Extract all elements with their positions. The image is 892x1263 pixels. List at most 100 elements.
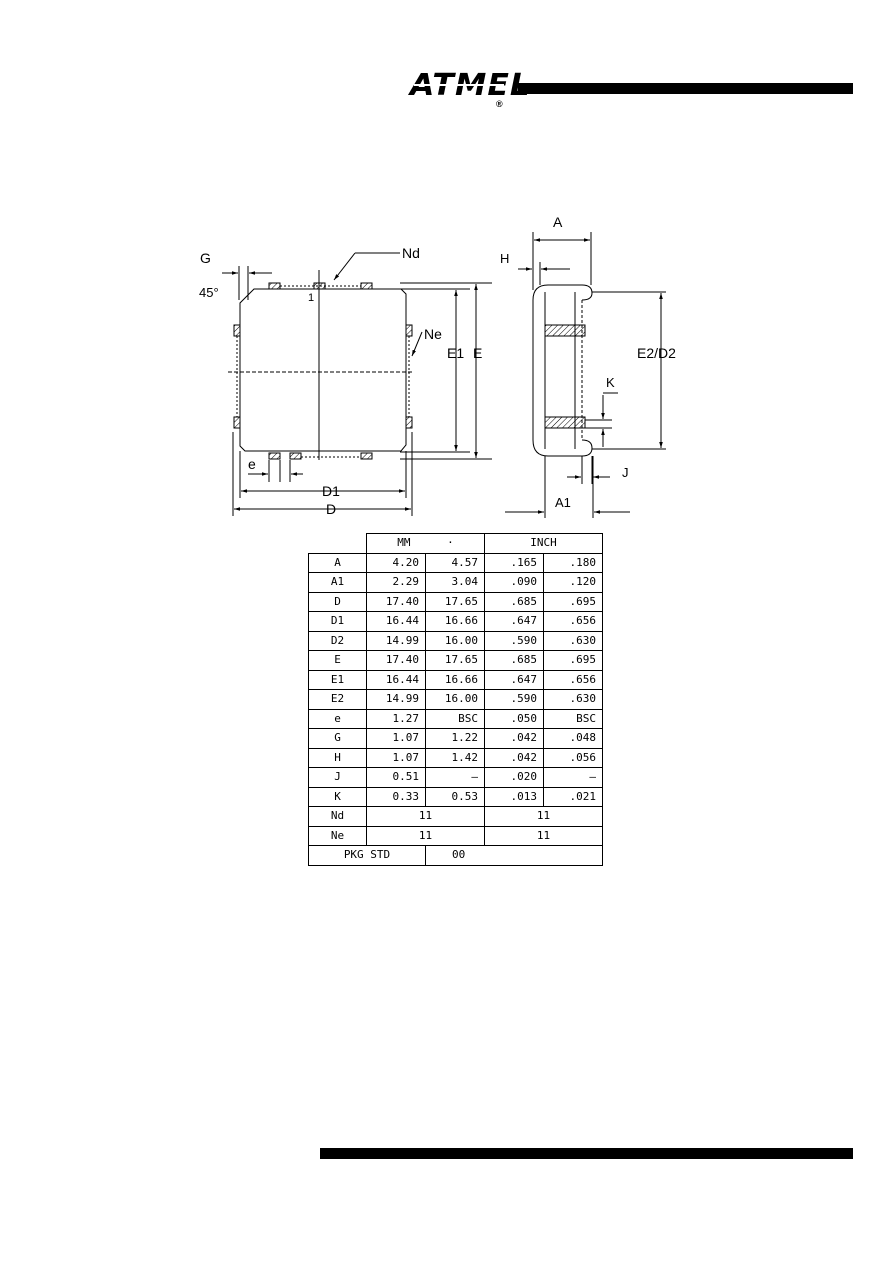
dim-symbol: J [308,767,367,788]
label-h: H [500,251,509,266]
mm-min: 0.33 [366,786,426,807]
inch-min: .647 [484,669,544,690]
mm-min: 16.44 [366,611,426,632]
header-rule [518,83,853,94]
mm-max: 16.66 [425,611,485,632]
mm-max: 16.00 [425,630,485,651]
dim-symbol: Ne [308,825,367,846]
label-e2-d2: E2/D2 [637,345,676,361]
inch-count: 11 [484,806,603,827]
inch-max: .656 [543,669,603,690]
header-blank [308,533,367,554]
mm-count: 11 [366,825,485,846]
header-row: MM · INCH [308,533,603,554]
mm-max: BSC [425,708,485,729]
label-j: J [622,465,629,480]
dim-symbol: D1 [308,611,367,632]
label-a: A [553,214,563,230]
label-nd: Nd [402,245,420,261]
label-e-pitch: e [248,456,256,472]
inch-max: .695 [543,650,603,671]
dim-symbol: A [308,552,367,573]
dim-symbol: E2 [308,689,367,710]
inch-min: .090 [484,572,544,593]
mm-max: 1.42 [425,747,485,768]
package-drawing: G 45° Nd 1 Ne E1 E e D1 D A H E2/D2 K J … [199,214,676,518]
label-angle: 45° [199,285,219,300]
atmel-logo: ATMEL ® [410,66,530,110]
mm-max: – [425,767,485,788]
mm-max: 1.22 [425,728,485,749]
mm-min: 16.44 [366,669,426,690]
dim-symbol: D2 [308,630,367,651]
logo-stripe [414,84,504,86]
pkg-std-value: 00 [425,845,603,866]
inch-min: .590 [484,630,544,651]
registered-mark: ® [496,99,503,109]
mm-max: 16.00 [425,689,485,710]
dim-symbol: D [308,591,367,612]
label-d1: D1 [322,483,340,499]
mm-max: 17.65 [425,650,485,671]
inch-max: – [543,767,603,788]
pkg-std-label: PKG STD [308,845,426,866]
inch-max: .056 [543,747,603,768]
label-e1: E1 [447,345,464,361]
mm-min: 14.99 [366,630,426,651]
dim-symbol: E [308,650,367,671]
inch-min: .165 [484,552,544,573]
mm-count: 11 [366,806,485,827]
dim-symbol: Nd [308,806,367,827]
inch-min: .020 [484,767,544,788]
mm-max: 0.53 [425,786,485,807]
mm-min: 17.40 [366,591,426,612]
side-view [505,232,666,518]
mm-min: 1.27 [366,708,426,729]
dim-symbol: A1 [308,572,367,593]
mm-max: 4.57 [425,552,485,573]
inch-max: .021 [543,786,603,807]
mm-min: 1.07 [366,747,426,768]
inch-max: BSC [543,708,603,729]
inch-min: .013 [484,786,544,807]
inch-min: .050 [484,708,544,729]
inch-max: .630 [543,689,603,710]
inch-min: .685 [484,650,544,671]
label-e: E [473,345,482,361]
mm-max: 16.66 [425,669,485,690]
top-view [222,252,492,516]
inch-max: .630 [543,630,603,651]
mm-min: 2.29 [366,572,426,593]
inch-max: .120 [543,572,603,593]
mm-max: 17.65 [425,591,485,612]
label-d: D [326,501,336,517]
unit-mm-mark: · [447,536,454,550]
dim-symbol: G [308,728,367,749]
mm-min: 0.51 [366,767,426,788]
dim-symbol: E1 [308,669,367,690]
inch-min: .042 [484,728,544,749]
dim-symbol: K [308,786,367,807]
inch-count: 11 [484,825,603,846]
label-a1: A1 [555,495,571,510]
inch-min: .042 [484,747,544,768]
header-inch: INCH [484,533,603,554]
inch-min: .647 [484,611,544,632]
dim-symbol: e [308,708,367,729]
inch-max: .695 [543,591,603,612]
